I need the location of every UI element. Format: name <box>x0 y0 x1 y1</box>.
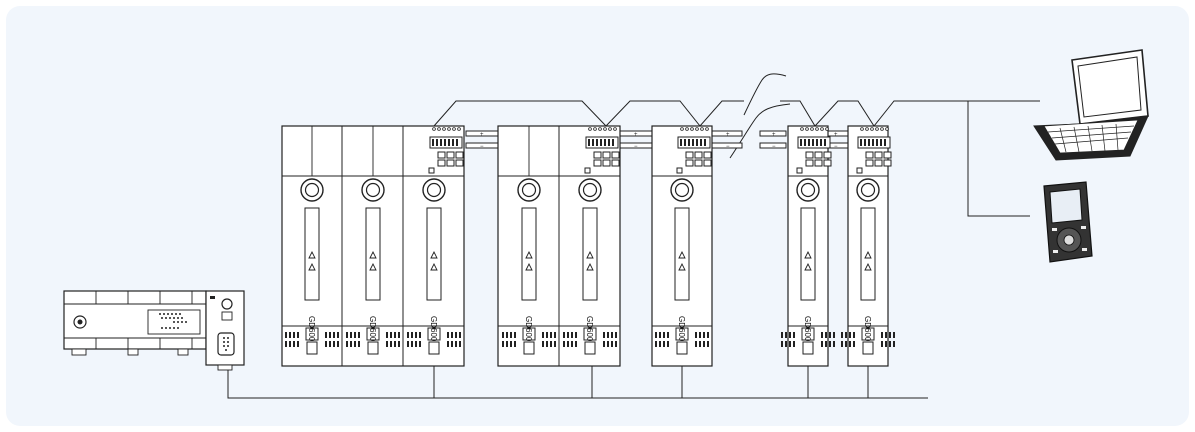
drive-cabinet-group-2 <box>497 125 621 367</box>
drive-model-label: GD600 <box>803 316 812 342</box>
drive-narrow-1 <box>780 125 836 367</box>
laptop-icon <box>1033 49 1149 161</box>
model-labels: GD600 GD600 GD600 GD600 GD600 GD600 GD60… <box>307 316 872 342</box>
drive-model-label: GD600 <box>677 316 686 342</box>
svg-text:−: − <box>634 144 638 150</box>
drive-model-label: GD600 <box>585 316 594 342</box>
drive-cabinet-group-1 <box>281 125 465 367</box>
plc-controller-icon <box>63 290 245 371</box>
network-cables <box>227 73 1040 399</box>
svg-text:+: + <box>726 132 730 138</box>
drive-model-label: GD600 <box>524 316 533 342</box>
svg-text:+: + <box>480 132 484 138</box>
svg-text:−: − <box>480 144 484 150</box>
svg-text:−: − <box>834 144 838 150</box>
svg-text:+: + <box>634 132 638 138</box>
drive-model-label: GD600 <box>307 316 316 342</box>
handheld-keypad-icon <box>1043 181 1093 263</box>
svg-text:−: − <box>772 144 776 150</box>
svg-text:−: − <box>726 144 730 150</box>
drive-model-label: GD600 <box>368 316 377 342</box>
drive-narrow-2 <box>840 125 896 367</box>
drive-cabinet-single-1 <box>651 125 713 367</box>
svg-text:+: + <box>772 132 776 138</box>
svg-text:+: + <box>834 132 838 138</box>
drive-model-label: GD600 <box>863 316 872 342</box>
drive-model-label: GD600 <box>429 316 438 342</box>
